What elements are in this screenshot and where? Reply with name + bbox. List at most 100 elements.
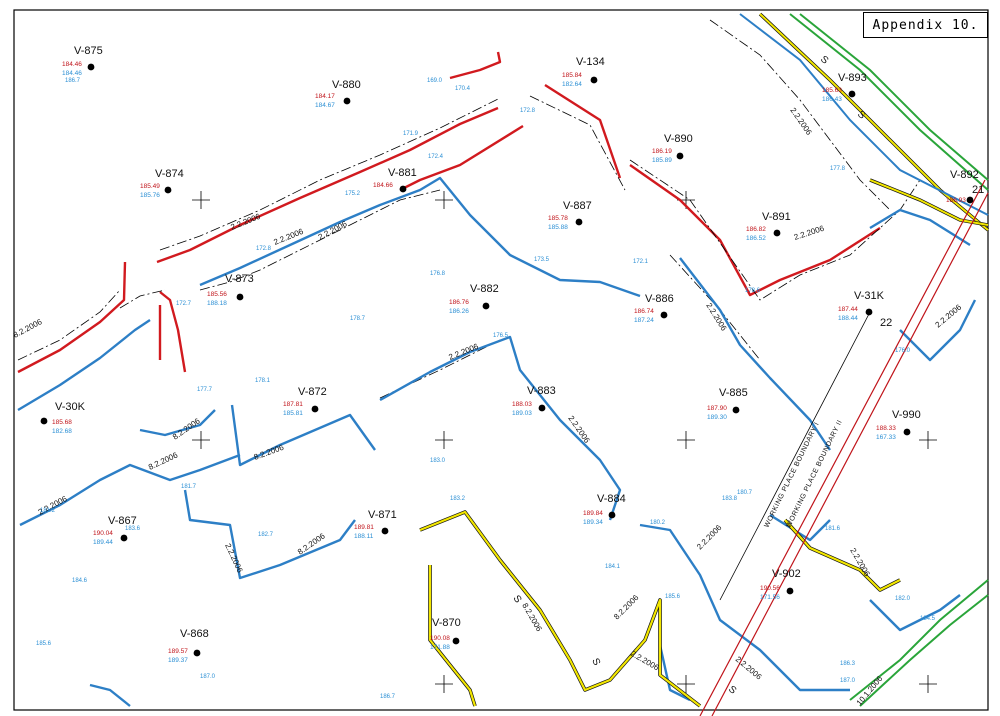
well-value-red: 187.90 — [707, 405, 727, 412]
section-number: 21 — [972, 184, 984, 196]
well-marker — [966, 196, 974, 204]
well-value-red: 185.84 — [562, 72, 582, 79]
spot-elevation: 186.7 — [380, 694, 396, 700]
well-value-blue: 188.18 — [207, 300, 227, 307]
date-label: 8.2.2006 — [520, 602, 544, 634]
well-value-blue: 171.56 — [760, 594, 780, 601]
spot-elevation: 175.2 — [345, 191, 361, 197]
well-marker — [482, 302, 490, 310]
appendix-label: Appendix 10. — [863, 12, 988, 38]
well-value-blue: 185.89 — [652, 157, 672, 164]
well-id: V-902 — [772, 568, 801, 580]
boundary-axis — [719, 311, 871, 601]
well-elevation: 186.7 — [65, 78, 81, 84]
spot-elevation: 180.2 — [650, 520, 666, 526]
date-label: 8.2.2006 — [147, 450, 180, 472]
spot-elevation: 184.1 — [605, 564, 621, 570]
spot-elevation: 187.0 — [200, 674, 216, 680]
spot-elevation: 172.4 — [428, 154, 444, 160]
well-id: V-884 — [597, 493, 626, 505]
spot-elevation: 187.0 — [840, 678, 856, 684]
spot-elevation: 169.0 — [427, 78, 443, 84]
well-id: V-891 — [762, 211, 791, 223]
well-id: V-870 — [432, 617, 461, 629]
well-value-red: 188.33 — [876, 425, 896, 432]
spot-elevation: 176.5 — [493, 333, 509, 339]
date-label: 2.2.2006 — [447, 342, 480, 362]
date-label: 8.2.2006 — [253, 443, 286, 462]
well-marker — [87, 63, 95, 71]
well-value-blue: 186.43 — [822, 96, 842, 103]
spot-elevation: 186.3 — [840, 661, 856, 667]
well-id: V-31K — [854, 290, 885, 302]
spot-elevation: 171.9 — [403, 131, 419, 137]
well-marker — [40, 417, 48, 425]
spot-elevation: 173.5 — [534, 257, 550, 263]
well-marker — [164, 186, 172, 194]
date-label: 2.2.2006 — [734, 655, 764, 682]
well-value-red: 185.78 — [548, 215, 568, 222]
spot-elevation: 178.6 — [745, 288, 761, 294]
well-value-blue: 186.26 — [449, 308, 469, 315]
well-value-red: 184.17 — [315, 93, 335, 100]
well-marker — [343, 97, 351, 105]
well-value-red: 184.66 — [373, 182, 393, 189]
well-marker — [732, 406, 740, 414]
s-marker: S — [589, 657, 602, 668]
well-id: V-886 — [645, 293, 674, 305]
well-id: V-30K — [55, 401, 86, 413]
spot-elevation: 182.7 — [258, 532, 274, 538]
date-label: 2.2.2006 — [793, 224, 826, 242]
well-id: V-882 — [470, 283, 499, 295]
well-value-red: 190.08 — [430, 635, 450, 642]
well-marker — [608, 511, 616, 519]
spot-elevation: 181.2 — [40, 508, 56, 514]
well-id: V-883 — [527, 385, 556, 397]
well-marker — [452, 637, 460, 645]
well-marker — [575, 218, 583, 226]
well-value-blue: 185.76 — [140, 192, 160, 199]
date-label: 2.2.2006 — [695, 523, 724, 552]
well-value-blue: 167.33 — [876, 434, 896, 441]
spot-elevation: 184.5 — [920, 616, 936, 622]
well-marker — [193, 649, 201, 657]
well-value-red: 185.68 — [52, 419, 72, 426]
well-id: V-871 — [368, 509, 397, 521]
well-value-blue: 189.03 — [512, 410, 532, 417]
well-value-red: 189.57 — [168, 648, 188, 655]
spot-elevations: 176.8 178.7 183.0 184.6 185.6 169.0 170.… — [36, 78, 936, 700]
well-id: V-868 — [180, 628, 209, 640]
s-markers: S S S S S — [511, 54, 868, 697]
well-value-blue: 189.44 — [93, 539, 113, 546]
well-value-red: 185.49 — [140, 183, 160, 190]
working-place-boundary — [699, 179, 989, 716]
well-id: V-872 — [298, 386, 327, 398]
s-marker: S — [818, 54, 830, 67]
